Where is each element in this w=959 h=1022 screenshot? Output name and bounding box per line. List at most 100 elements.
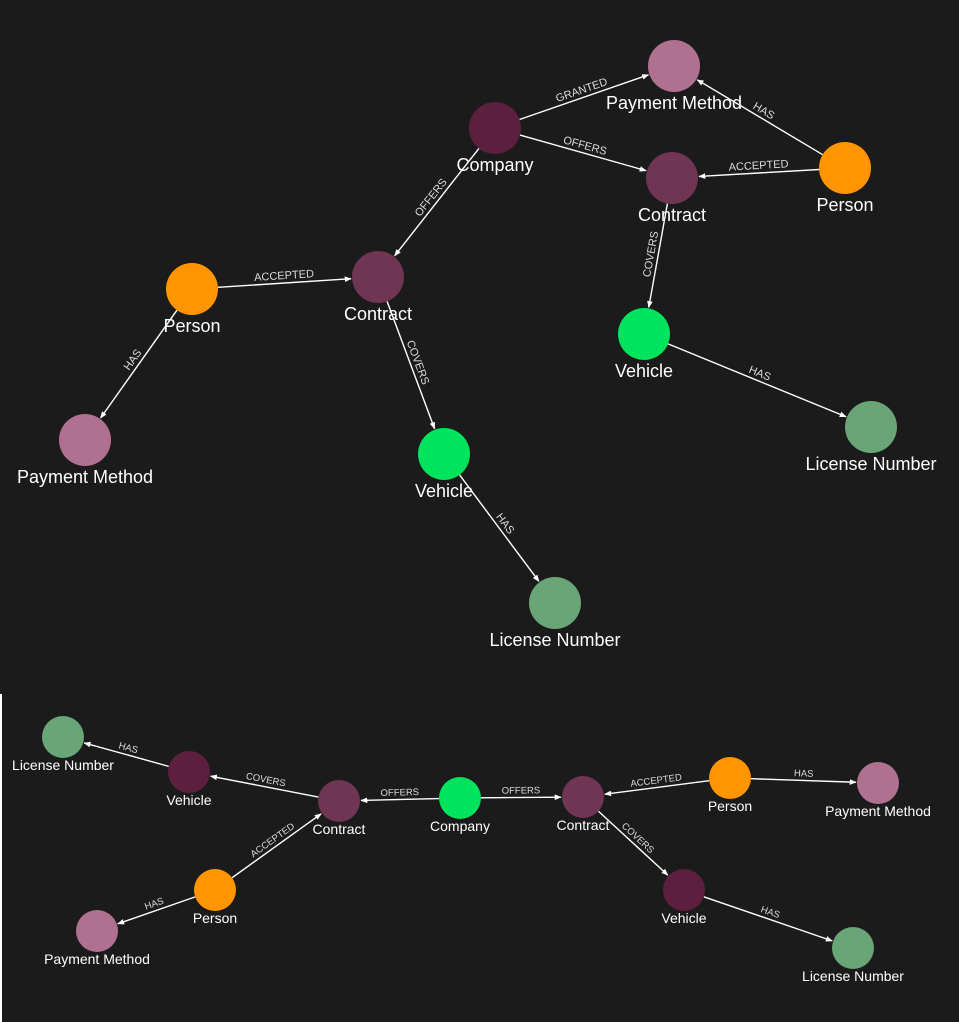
edge-label: COVERS — [619, 821, 656, 856]
node-circle[interactable] — [832, 927, 874, 969]
node-payment-method[interactable]: Payment Method — [44, 910, 150, 967]
edge-label: HAS — [759, 904, 781, 921]
node-circle[interactable] — [845, 401, 897, 453]
edge-line[interactable] — [209, 774, 319, 798]
node-company[interactable]: Company — [456, 102, 534, 175]
node-payment-method[interactable]: Payment Method — [606, 40, 742, 113]
node-circle[interactable] — [352, 251, 404, 303]
node-circle[interactable] — [418, 428, 470, 480]
edge-label: ACCEPTED — [249, 821, 298, 860]
edge-accepted[interactable]: ACCEPTED — [604, 772, 710, 797]
node-circle[interactable] — [648, 40, 700, 92]
node-label: Contract — [344, 304, 412, 324]
edge-label: COVERS — [404, 339, 431, 387]
edge-line[interactable] — [696, 79, 824, 156]
node-circle[interactable] — [76, 910, 118, 952]
node-label: Vehicle — [415, 481, 473, 501]
node-circle[interactable] — [857, 762, 899, 804]
edge-line[interactable] — [750, 778, 857, 785]
node-license-number[interactable]: License Number — [805, 401, 937, 474]
edge-line[interactable] — [519, 134, 647, 172]
edge-offers[interactable]: OFFERS — [360, 787, 440, 804]
edge-label: OFFERS — [380, 787, 419, 799]
node-label: Person — [708, 798, 752, 814]
node-label: Person — [163, 316, 220, 336]
node-circle[interactable] — [42, 716, 84, 758]
node-circle[interactable] — [439, 777, 481, 819]
node-license-number[interactable]: License Number — [489, 577, 621, 650]
edge-line[interactable] — [386, 301, 436, 430]
node-company[interactable]: Company — [430, 777, 490, 834]
node-label: Person — [193, 910, 237, 926]
node-vehicle[interactable]: Vehicle — [615, 308, 673, 381]
edge-line[interactable] — [100, 309, 178, 419]
node-license-number[interactable]: License Number — [12, 716, 114, 773]
edge-line[interactable] — [667, 343, 847, 418]
node-contract[interactable]: Contract — [344, 251, 412, 324]
node-circle[interactable] — [166, 263, 218, 315]
node-person[interactable]: Person — [193, 869, 237, 926]
edge-line[interactable] — [83, 741, 169, 768]
node-circle[interactable] — [663, 869, 705, 911]
edge-has[interactable]: HAS — [667, 343, 847, 418]
graph-canvas-bottom[interactable]: OFFERS COVERS HAS ACCEPTED HAS OFFERS ACCEPTED… — [2, 694, 959, 1022]
node-vehicle[interactable]: Vehicle — [415, 428, 473, 501]
node-vehicle[interactable]: Vehicle — [661, 869, 707, 926]
edge-line[interactable] — [458, 474, 540, 582]
node-contract[interactable]: Contract — [313, 780, 366, 837]
edge-label: OFFERS — [502, 785, 541, 796]
node-label: Vehicle — [166, 792, 211, 808]
edge-line[interactable] — [519, 74, 650, 121]
node-person[interactable]: Person — [816, 142, 874, 215]
edge-line[interactable] — [117, 896, 196, 925]
node-person[interactable]: Person — [708, 757, 752, 814]
edge-offers[interactable]: OFFERS — [519, 134, 647, 172]
node-circle[interactable] — [709, 757, 751, 799]
node-payment-method[interactable]: Payment Method — [825, 762, 931, 819]
node-payment-method[interactable]: Payment Method — [17, 414, 153, 487]
node-circle[interactable] — [618, 308, 670, 360]
edge-line[interactable] — [698, 168, 820, 179]
edge-line[interactable] — [703, 896, 833, 942]
edge-line[interactable] — [394, 148, 480, 257]
node-circle[interactable] — [469, 102, 521, 154]
node-circle[interactable] — [562, 776, 604, 818]
edge-label: HAS — [117, 740, 139, 756]
edge-line[interactable] — [217, 276, 352, 289]
node-contract[interactable]: Contract — [557, 776, 610, 833]
node-person[interactable]: Person — [163, 263, 221, 336]
edge-line[interactable] — [597, 810, 669, 876]
edge-offers[interactable]: OFFERS — [480, 785, 562, 801]
edge-line[interactable] — [480, 794, 562, 801]
node-vehicle[interactable]: Vehicle — [166, 751, 212, 808]
edge-accepted[interactable]: ACCEPTED — [231, 813, 322, 879]
node-circle[interactable] — [819, 142, 871, 194]
edge-line[interactable] — [604, 779, 710, 797]
edge-line[interactable] — [360, 797, 440, 804]
edge-has[interactable]: HAS — [750, 768, 857, 785]
edge-has[interactable]: HAS — [696, 79, 824, 156]
node-contract[interactable]: Contract — [638, 152, 706, 225]
edge-accepted[interactable]: ACCEPTED — [217, 268, 352, 289]
node-license-number[interactable]: License Number — [802, 927, 904, 984]
node-circle[interactable] — [529, 577, 581, 629]
edge-has[interactable]: HAS — [117, 896, 196, 925]
edge-accepted[interactable]: ACCEPTED — [698, 158, 820, 179]
node-circle[interactable] — [194, 869, 236, 911]
edge-covers[interactable]: COVERS — [209, 771, 319, 798]
node-circle[interactable] — [318, 780, 360, 822]
node-label: Contract — [638, 205, 706, 225]
edge-has[interactable]: HAS — [83, 740, 169, 768]
node-circle[interactable] — [168, 751, 210, 793]
edge-has[interactable]: HAS — [703, 896, 833, 942]
node-circle[interactable] — [59, 414, 111, 466]
edge-line[interactable] — [231, 813, 322, 879]
edge-label: HAS — [794, 768, 814, 780]
node-circle[interactable] — [646, 152, 698, 204]
graph-svg-top: GRANTEDOFFERSHASACCEPTEDCOVERSHASOFFERSA… — [17, 40, 937, 650]
node-label: Person — [816, 195, 873, 215]
edge-line[interactable] — [647, 203, 669, 309]
